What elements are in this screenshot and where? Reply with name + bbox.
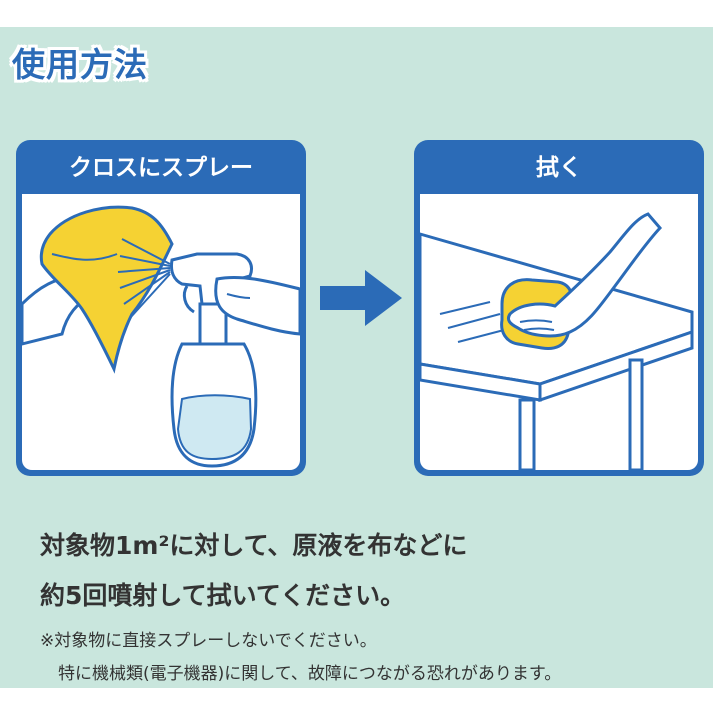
instruction-line-2: 約5回噴射して拭いてください。 (40, 581, 406, 610)
table-leg-icon (518, 398, 536, 470)
step-illustration-wipe (420, 194, 698, 470)
instruction-line-1: 対象物1m²に対して、原液を布などに (40, 531, 468, 560)
caution-note-line-1: ※対象物に直接スプレーしないでください。 (40, 631, 377, 651)
right-hand-icon (214, 275, 300, 336)
wiping-hand-icon (506, 212, 663, 338)
wipe-motion-lines (439, 301, 505, 343)
step-card-wipe: 拭く (414, 140, 704, 476)
wipe-table-illustration (420, 212, 694, 470)
bottle-liquid (176, 394, 253, 461)
step-title-wipe: 拭く (536, 155, 582, 181)
page-title: 使用方法 (12, 45, 148, 84)
spray-mist-icon (117, 238, 171, 319)
step-illustration-spray (22, 194, 300, 470)
step-card-spray: クロスにスプレー (16, 140, 306, 476)
caution-note-line-2: 特に機械類(電子機器)に関して、故障につながる恐れがあります。 (58, 664, 562, 684)
spray-cloth-illustration (22, 205, 300, 468)
next-step-arrow-icon (320, 270, 402, 326)
step-title-spray: クロスにスプレー (69, 155, 253, 181)
